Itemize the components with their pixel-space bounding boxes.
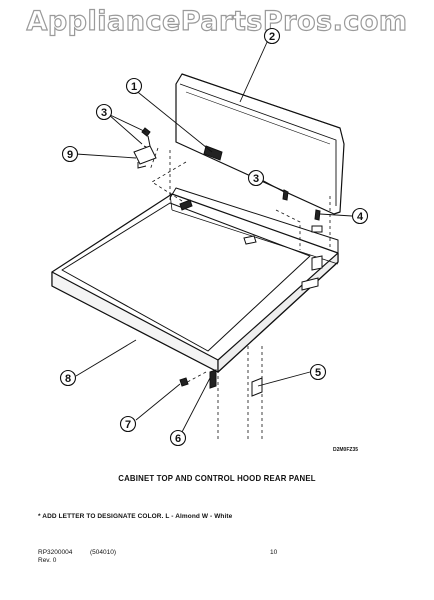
diagram-caption: CABINET TOP AND CONTROL HOOD REAR PANEL bbox=[118, 473, 316, 483]
callout-3a bbox=[95, 103, 113, 121]
footer-part-number: RP3200004 bbox=[38, 549, 73, 556]
callout-3b bbox=[247, 169, 265, 187]
callout-2 bbox=[263, 27, 281, 45]
color-note: * ADD LETTER TO DESIGNATE COLOR. L - Alm… bbox=[38, 513, 233, 520]
callout-5-label: 5 bbox=[315, 367, 321, 379]
callout-4 bbox=[351, 207, 369, 225]
figure-code: D2M0FZ35 bbox=[333, 447, 359, 453]
cabinet-top-panel bbox=[61, 202, 311, 352]
callout-9 bbox=[61, 145, 79, 163]
callout-4-label: 4 bbox=[357, 211, 364, 223]
callout-6-label: 6 bbox=[175, 433, 181, 445]
callout-7-label: 7 bbox=[125, 419, 131, 431]
page-footer: RP3200004 (504010) 10 Rev. 0 bbox=[38, 549, 277, 565]
callout-6 bbox=[169, 429, 187, 447]
footer-revision: Rev. 0 bbox=[38, 557, 57, 564]
callout-1 bbox=[125, 77, 143, 95]
watermark: AppliancePartsPros.com bbox=[26, 5, 408, 37]
callout-7 bbox=[119, 415, 137, 433]
callout-9-label: 9 bbox=[67, 149, 73, 161]
callout-5 bbox=[309, 363, 327, 381]
cabinet-top bbox=[51, 193, 339, 373]
footer-doc-code: (504010) bbox=[90, 549, 117, 556]
control-hood-rear-panel bbox=[175, 73, 345, 215]
callout-3b-label: 3 bbox=[253, 173, 259, 185]
footer-page-number: 10 bbox=[270, 549, 278, 556]
callout-1-label: 1 bbox=[131, 81, 137, 93]
callout-8 bbox=[59, 369, 77, 387]
callout-2-label: 2 bbox=[269, 31, 275, 43]
callout-8-label: 8 bbox=[65, 373, 71, 385]
callout-3a-label: 3 bbox=[101, 107, 107, 119]
